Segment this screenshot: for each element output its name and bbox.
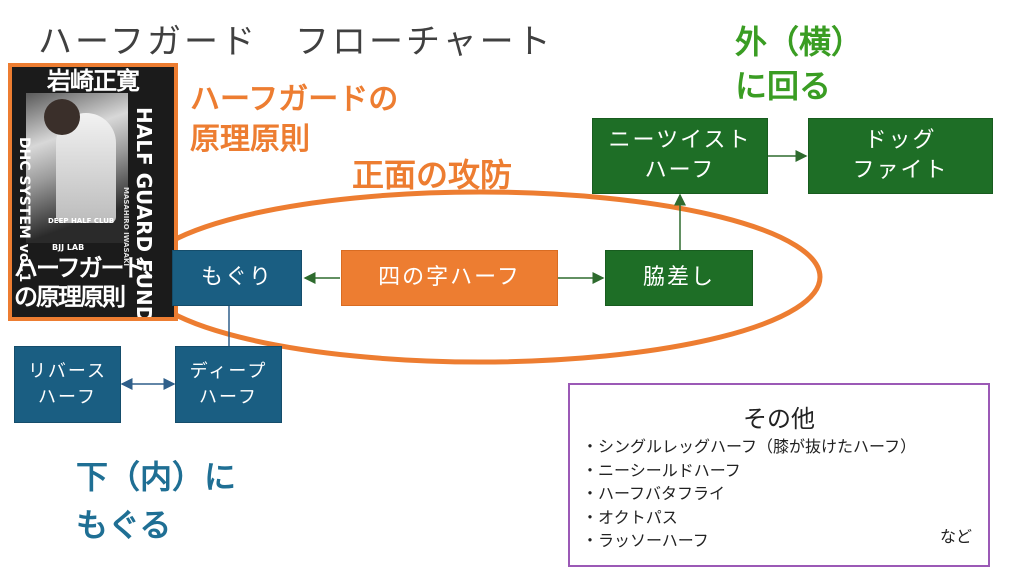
list-item: ハーフバタフライ [582,482,916,506]
book-cover: 岩崎正寛 DHC SYSTEM vol.1 HALF GUARD FUNDAME… [8,63,178,321]
node-dog-fight[interactable]: ドッグ ファイト [808,118,993,194]
outside-label: 外（横） に回る [735,23,864,105]
book-author-english: MASAHIRO IWASAKI [122,187,130,266]
list-item: ラッソーハーフ [582,529,916,553]
book-japanese-title: ハーフガード、 の原理原則 [14,253,168,311]
node-reverse-half[interactable]: リバース ハーフ [14,346,121,423]
others-etc: など [939,527,972,546]
page-title: ハーフガード フローチャート [38,22,554,62]
node-yonnoji-half[interactable]: 四の字ハーフ [341,250,558,306]
node-deep-half[interactable]: ディープ ハーフ [175,346,282,423]
node-moguri[interactable]: もぐり [172,250,302,306]
list-item: シングルレッグハーフ（膝が抜けたハーフ） [582,435,916,459]
book-club-logo: DEEP HALF CLUB [48,217,115,225]
list-item: オクトパス [582,506,916,530]
book-author-title: 岩崎正寛 [47,66,140,95]
node-wakisashi[interactable]: 脇差し [605,250,753,306]
others-heading: その他 [743,405,815,433]
book-series: DHC SYSTEM vol.1 [16,137,32,283]
book-cover-photo [26,93,128,243]
others-box: その他 シングルレッグハーフ（膝が抜けたハーフ） ニーシールドハーフ ハーフバタ… [568,383,990,567]
under-label: 下（内）に もぐる [76,458,237,544]
list-item: ニーシールドハーフ [582,459,916,483]
book-brand-logo: BJJ LAB [52,243,85,252]
front-label: 正面の攻防 [352,156,513,194]
node-knee-twist-half[interactable]: ニーツイスト ハーフ [592,118,768,194]
principles-label: ハーフガードの 原理原則 [190,82,399,157]
book-english-title: HALF GUARD FUNDAMENTALS [132,107,156,321]
others-list: シングルレッグハーフ（膝が抜けたハーフ） ニーシールドハーフ ハーフバタフライ … [582,435,916,553]
